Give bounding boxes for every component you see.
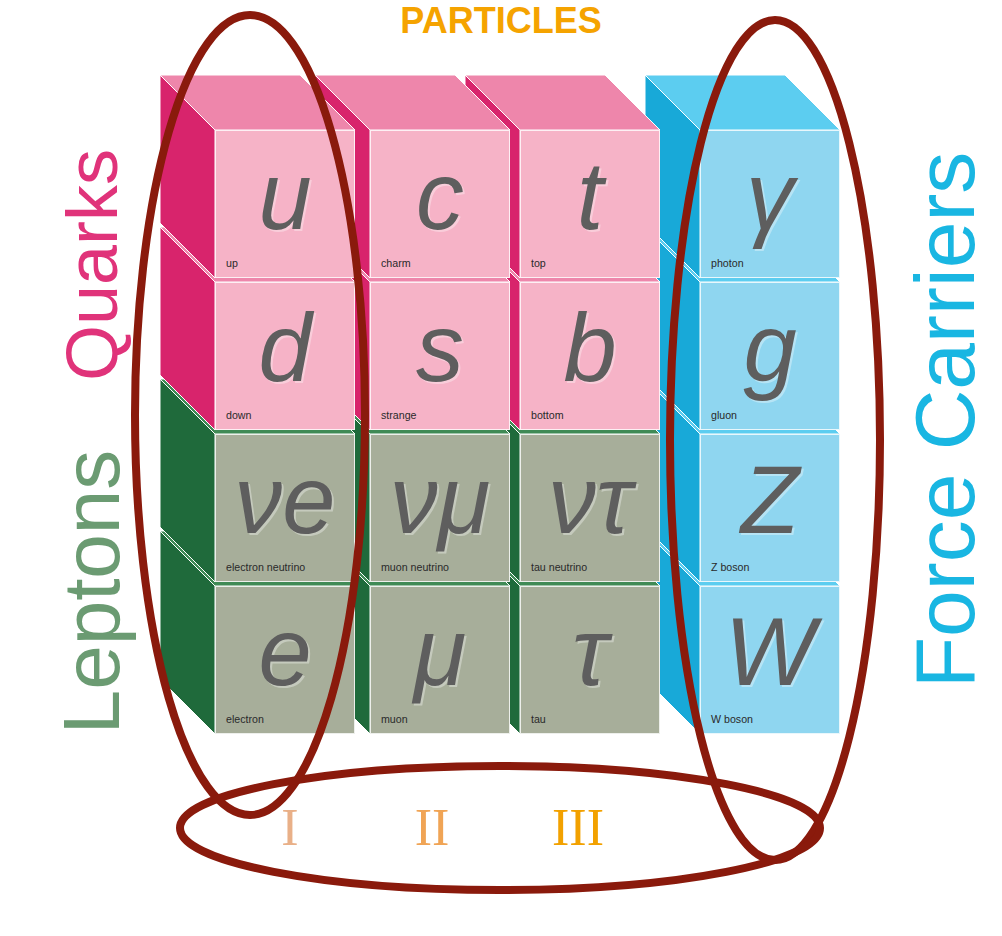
particle-symbol: W (701, 593, 839, 711)
particle-cube: c charm (370, 130, 510, 278)
particle-name: tau neutrino (531, 561, 659, 574)
particle-cube: d down (215, 282, 355, 430)
particle-symbol: t (521, 137, 659, 255)
particle-symbol: c (371, 137, 509, 255)
particle-symbol: Z (701, 441, 839, 559)
generation-numeral: III (552, 802, 604, 854)
particle-name: bottom (531, 409, 659, 422)
particle-name: electron (226, 713, 354, 726)
diagram-title: PARTICLES (0, 0, 1002, 42)
particle-cube: u up (215, 130, 355, 278)
particle-cube: νμ muon neutrino (370, 434, 510, 582)
particle-cube: s strange (370, 282, 510, 430)
particle-name: tau (531, 713, 659, 726)
first-generation-ellipse (135, 15, 365, 815)
group-label: Leptons (52, 450, 132, 735)
generation-ellipse (180, 766, 820, 890)
force-carrier-ellipse (670, 20, 880, 860)
particle-cube: t top (520, 130, 660, 278)
particle-symbol: γ (701, 137, 839, 255)
particle-name: down (226, 409, 354, 422)
particle-cube: νe electron neutrino (215, 434, 355, 582)
particle-name: up (226, 257, 354, 270)
particle-cube: γ photon (700, 130, 840, 278)
particle-symbol: νμ (371, 441, 509, 559)
particle-symbol: s (371, 289, 509, 407)
group-label: Force Carriers (903, 152, 987, 689)
generation-numeral: I (281, 802, 298, 854)
particle-cube: e electron (215, 586, 355, 734)
particle-name: top (531, 257, 659, 270)
particle-cube: μ muon (370, 586, 510, 734)
particle-symbol: νe (216, 441, 354, 559)
particle-name: W boson (711, 713, 839, 726)
particle-name: charm (381, 257, 509, 270)
particle-name: gluon (711, 409, 839, 422)
cube-row-1 (160, 75, 840, 278)
particle-symbol: τ (521, 593, 659, 711)
particle-symbol: g (701, 289, 839, 407)
particle-symbol: e (216, 593, 354, 711)
particle-name: photon (711, 257, 839, 270)
group-label: Quarks (56, 149, 128, 381)
particle-symbol: u (216, 137, 354, 255)
particle-cube: τ tau (520, 586, 660, 734)
particle-cube: ντ tau neutrino (520, 434, 660, 582)
particle-cube: b bottom (520, 282, 660, 430)
particle-cube: W W boson (700, 586, 840, 734)
particle-symbol: b (521, 289, 659, 407)
particle-symbol: μ (371, 593, 509, 711)
particle-name: Z boson (711, 561, 839, 574)
particle-symbol: ντ (521, 441, 659, 559)
particle-name: muon (381, 713, 509, 726)
particle-cube: g gluon (700, 282, 840, 430)
generation-numeral: II (415, 802, 450, 854)
particle-name: strange (381, 409, 509, 422)
particle-name: electron neutrino (226, 561, 354, 574)
particle-symbol: d (216, 289, 354, 407)
particle-name: muon neutrino (381, 561, 509, 574)
particle-cube: Z Z boson (700, 434, 840, 582)
